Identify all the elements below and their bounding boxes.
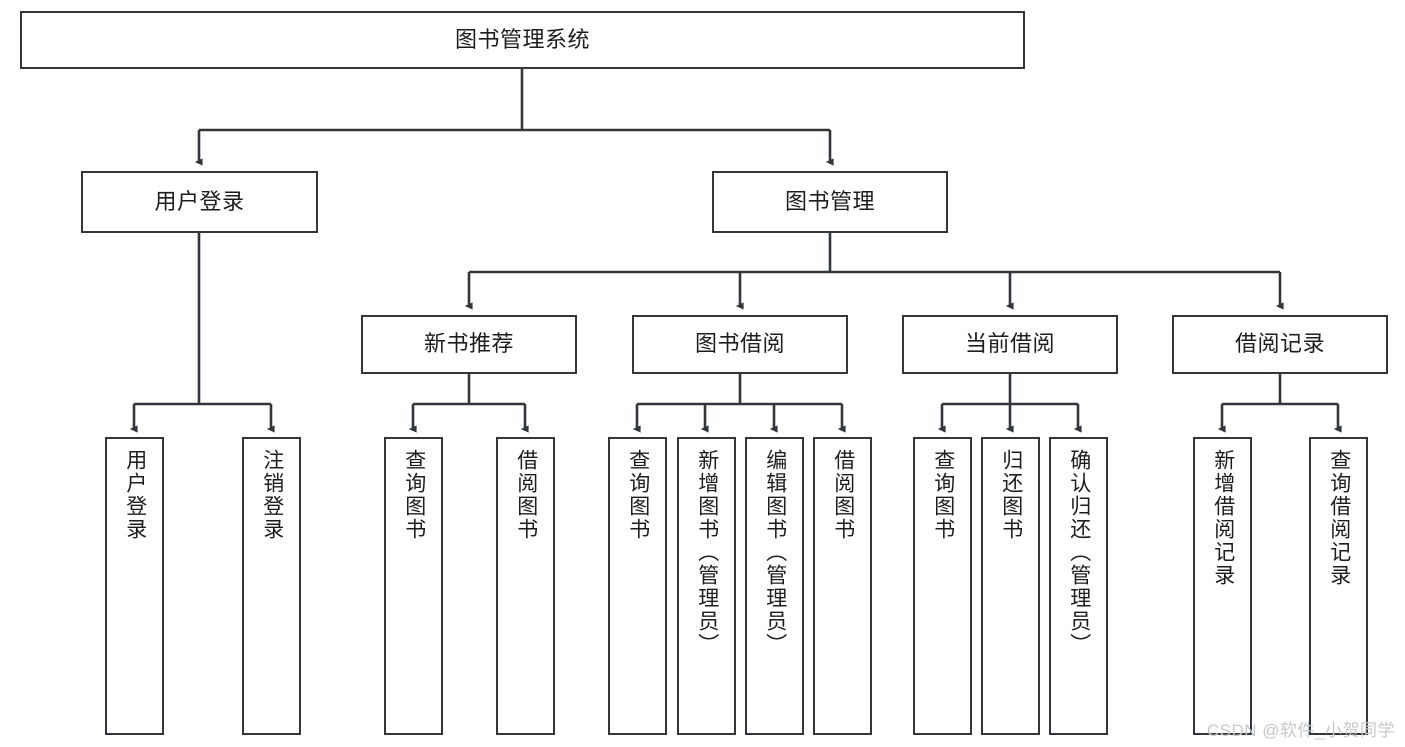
leaf-borrow-edit-book-label: 编辑图书（管理员） [763,449,787,656]
leaf-recommend-query-book-label: 查询图书 [402,449,426,541]
node-borrow-record[interactable]: 借阅记录 [1172,315,1388,374]
leaf-current-query-book[interactable]: 查询图书 [913,437,972,735]
leaf-current-return-book[interactable]: 归还图书 [981,437,1040,735]
leaf-current-query-book-label: 查询图书 [931,449,955,541]
csdn-watermark: CSDN @软件_小贺同学 [1206,721,1395,740]
leaf-record-query-record[interactable]: 查询借阅记录 [1309,437,1368,735]
node-new-book-recommend[interactable]: 新书推荐 [361,315,577,374]
node-book-management-label: 图书管理 [784,188,875,214]
leaf-recommend-query-book[interactable]: 查询图书 [384,437,443,735]
leaf-borrow-edit-book[interactable]: 编辑图书（管理员） [745,437,804,735]
node-user-login[interactable]: 用户登录 [81,171,318,233]
leaf-current-return-book-label: 归还图书 [999,449,1023,541]
node-current-borrow-label: 当前借阅 [964,331,1055,357]
leaf-record-add-record[interactable]: 新增借阅记录 [1193,437,1252,735]
node-user-login-label: 用户登录 [154,188,245,214]
leaf-user-login-logout-label: 注销登录 [260,449,284,541]
node-root-system[interactable]: 图书管理系统 [20,11,1025,69]
leaf-borrow-add-book[interactable]: 新增图书（管理员） [677,437,736,735]
leaf-user-login-login-label: 用户登录 [123,449,147,541]
leaf-user-login-logout[interactable]: 注销登录 [242,437,301,735]
leaf-borrow-query-book-label: 查询图书 [626,449,650,541]
leaf-borrow-borrow-book[interactable]: 借阅图书 [813,437,872,735]
leaf-record-query-record-label: 查询借阅记录 [1327,449,1351,587]
leaf-recommend-borrow-book-label: 借阅图书 [514,449,538,541]
node-book-borrow[interactable]: 图书借阅 [632,315,848,374]
leaf-record-add-record-label: 新增借阅记录 [1211,449,1235,587]
node-new-book-recommend-label: 新书推荐 [423,331,514,357]
leaf-current-confirm-return[interactable]: 确认归还（管理员） [1049,437,1108,735]
node-book-borrow-label: 图书借阅 [694,331,785,357]
node-book-management[interactable]: 图书管理 [712,171,948,233]
node-borrow-record-label: 借阅记录 [1234,331,1325,357]
leaf-borrow-add-book-label: 新增图书（管理员） [695,449,719,656]
node-root-system-label: 图书管理系统 [454,26,590,52]
leaf-current-confirm-return-label: 确认归还（管理员） [1067,449,1091,656]
leaf-borrow-query-book[interactable]: 查询图书 [608,437,667,735]
leaf-user-login-login[interactable]: 用户登录 [105,437,164,735]
leaf-recommend-borrow-book[interactable]: 借阅图书 [496,437,555,735]
leaf-borrow-borrow-book-label: 借阅图书 [831,449,855,541]
node-current-borrow[interactable]: 当前借阅 [902,315,1118,374]
